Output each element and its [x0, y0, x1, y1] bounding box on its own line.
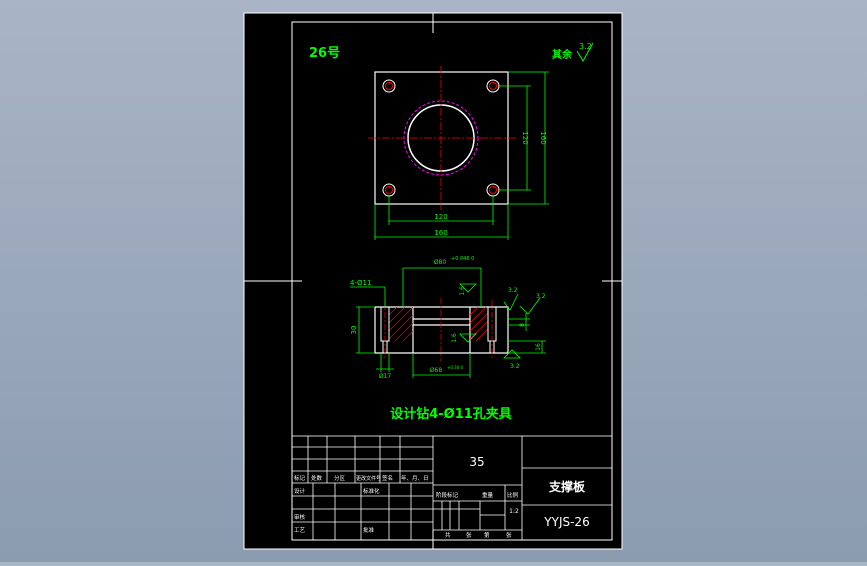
svg-text:3.2: 3.2 [579, 42, 592, 51]
dim-outer-width: 160 [434, 229, 447, 237]
dim-top-bore-tol: +0.046 0 [451, 256, 474, 262]
rough-4: 3.2 [536, 293, 546, 300]
svg-text:张: 张 [506, 531, 512, 539]
svg-text:处数: 处数 [311, 474, 323, 482]
dim-counterbore: Ø17 [379, 373, 392, 380]
svg-text:更改文件号: 更改文件号 [356, 475, 381, 482]
top-dimensions [374, 71, 549, 240]
part-name: 支撑板 [548, 479, 586, 494]
dim-inner-width: 120 [434, 213, 447, 221]
roughness-rest-label: 其余 [552, 48, 573, 61]
dim-height-step: 8 [519, 323, 526, 327]
part-number: 26号 [309, 46, 340, 61]
section-view: Ø80 +0.046 0 4-Ø11 30 Ø17 Ø68 +0.30 0 8 … [350, 256, 546, 380]
svg-text:批准: 批准 [363, 526, 375, 534]
svg-text:标记: 标记 [294, 474, 306, 482]
drawing-main-title: 设计钻4-Ø11孔夹具 [390, 406, 512, 422]
revision-labels: 标记 处数 分区 更改文件号 签名 年、月、日 设计 标准化 审核 工艺 批准 … [294, 474, 519, 539]
svg-text:签名: 签名 [382, 474, 393, 482]
top-view: 120 160 120 160 [368, 66, 549, 240]
svg-text:分区: 分区 [334, 474, 346, 482]
rough-3: 3.2 [508, 287, 518, 294]
material-value: 35 [469, 455, 484, 469]
svg-text:年、月、日: 年、月、日 [401, 474, 429, 482]
centering-marks [244, 13, 622, 549]
dim-bottom-bore-tol: +0.30 0 [447, 365, 464, 370]
dim-bottom-bore: Ø68 [430, 367, 443, 374]
section-dimensions [350, 267, 546, 378]
dim-top-bore: Ø80 [434, 259, 447, 266]
svg-text:标准化: 标准化 [363, 487, 380, 495]
svg-text:共: 共 [445, 531, 451, 539]
svg-text:第: 第 [484, 531, 490, 539]
svg-text:审核: 审核 [294, 513, 306, 521]
hole-callout: 4-Ø11 [350, 279, 371, 287]
svg-text:阶段标记: 阶段标记 [436, 491, 459, 499]
rough-2: 1.6 [451, 333, 458, 343]
dim-outer-height: 160 [539, 131, 547, 144]
title-block: 35 支撑板 YYJS-26 1:2 标记 处数 分区 更改文件号 签名 年、月… [291, 435, 613, 541]
drawing-number: YYJS-26 [543, 515, 589, 529]
roughness-symbol-rest: 3.2 [576, 42, 594, 62]
centerlines [368, 66, 516, 210]
section-centerlines [384, 298, 493, 362]
dim-height-base: 16 [535, 343, 542, 351]
svg-text:比例: 比例 [507, 491, 519, 499]
scale-value: 1:2 [509, 508, 519, 515]
section-roughness-symbols [459, 283, 541, 359]
rough-5: 3.2 [510, 363, 520, 370]
svg-text:设计: 设计 [294, 487, 306, 495]
dim-height-total: 30 [350, 326, 358, 335]
svg-text:工艺: 工艺 [294, 527, 306, 534]
section-hatch [388, 306, 489, 342]
svg-text:张: 张 [466, 531, 472, 539]
rough-1: 1.6 [459, 286, 466, 296]
dim-inner-height: 120 [521, 131, 529, 144]
svg-text:重量: 重量 [482, 491, 494, 499]
